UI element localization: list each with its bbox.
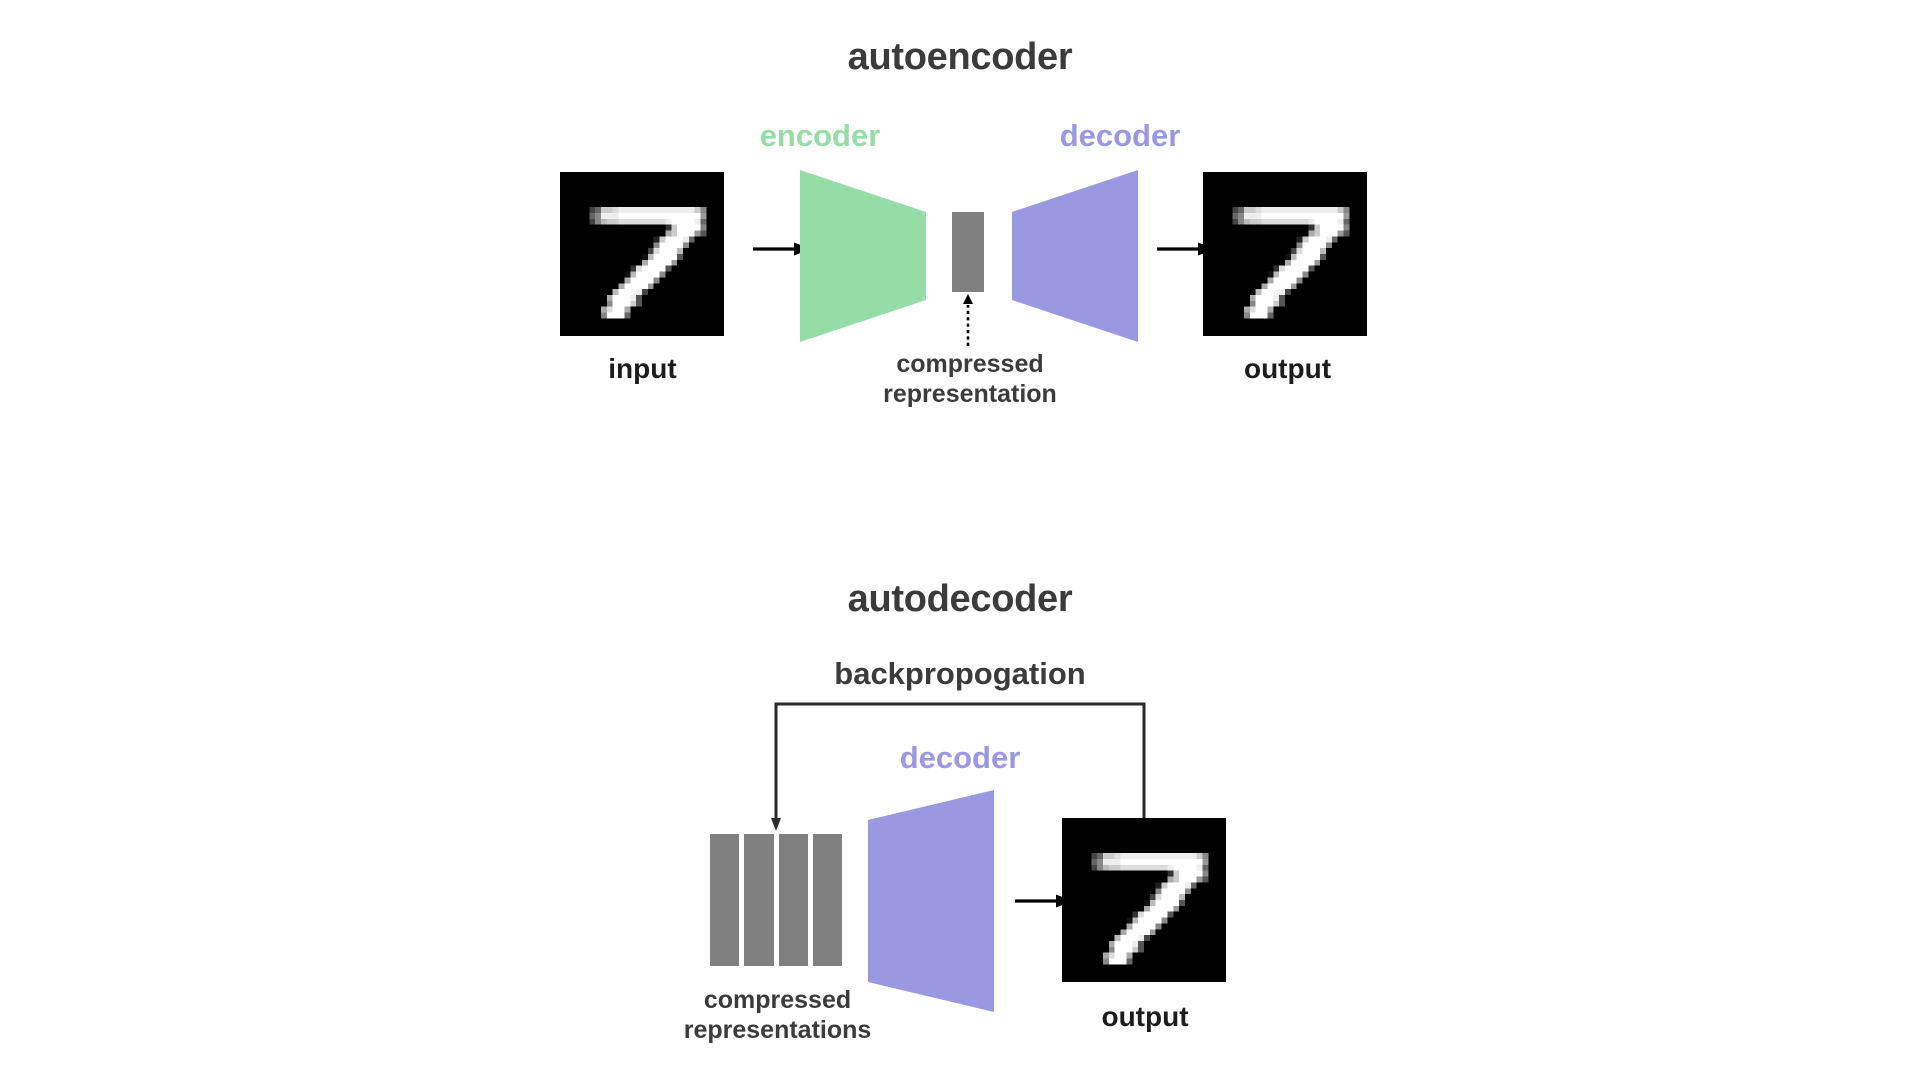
autoencoder-title: autoencoder [847,36,1073,78]
mnist-digit-7-output-top [1203,172,1367,336]
encoder-label: encoder [759,118,881,153]
compressed-representations-line1: compressed [703,986,852,1014]
input-caption: input [608,353,677,384]
compressed-representation-bar-1 [710,834,740,966]
decoder-label-bottom: decoder [899,740,1021,775]
compressed-representation-caption: compressed representation [860,350,1080,409]
compressed-representation-bar-2 [744,834,774,966]
compressed-representations-bars [710,834,842,966]
compressed-representation-line2: representation [883,379,1057,408]
compressed-representations-caption: compressed representations [665,986,890,1045]
decoder-trapezoid-bottom [868,790,994,1012]
encoder-trapezoid [800,170,926,342]
compressed-representations-line2: representations [683,1015,872,1044]
compressed-representation-bar-4 [812,834,842,966]
decoder-trapezoid-top [1012,170,1138,342]
output-caption-top: output [1243,353,1332,384]
mnist-digit-7-input [560,172,724,336]
input-digit-panel [560,172,724,336]
output-digit-panel-top [1203,172,1367,336]
autodecoder-title: autodecoder [847,578,1073,620]
output-digit-panel-bottom [1062,818,1226,982]
compressed-representation-line1: compressed [896,350,1044,378]
mnist-digit-7-output-bottom [1062,818,1226,982]
dotted-callout-arrow-icon [963,294,973,346]
backpropagation-label: backpropogation [834,656,1086,691]
decoder-label-top: decoder [1059,118,1181,153]
compressed-representation-bar [952,212,984,292]
output-caption-bottom: output [1101,1001,1189,1032]
backpropagation-bracket-arrow [771,702,1146,834]
compressed-representation-bar-3 [778,834,808,966]
